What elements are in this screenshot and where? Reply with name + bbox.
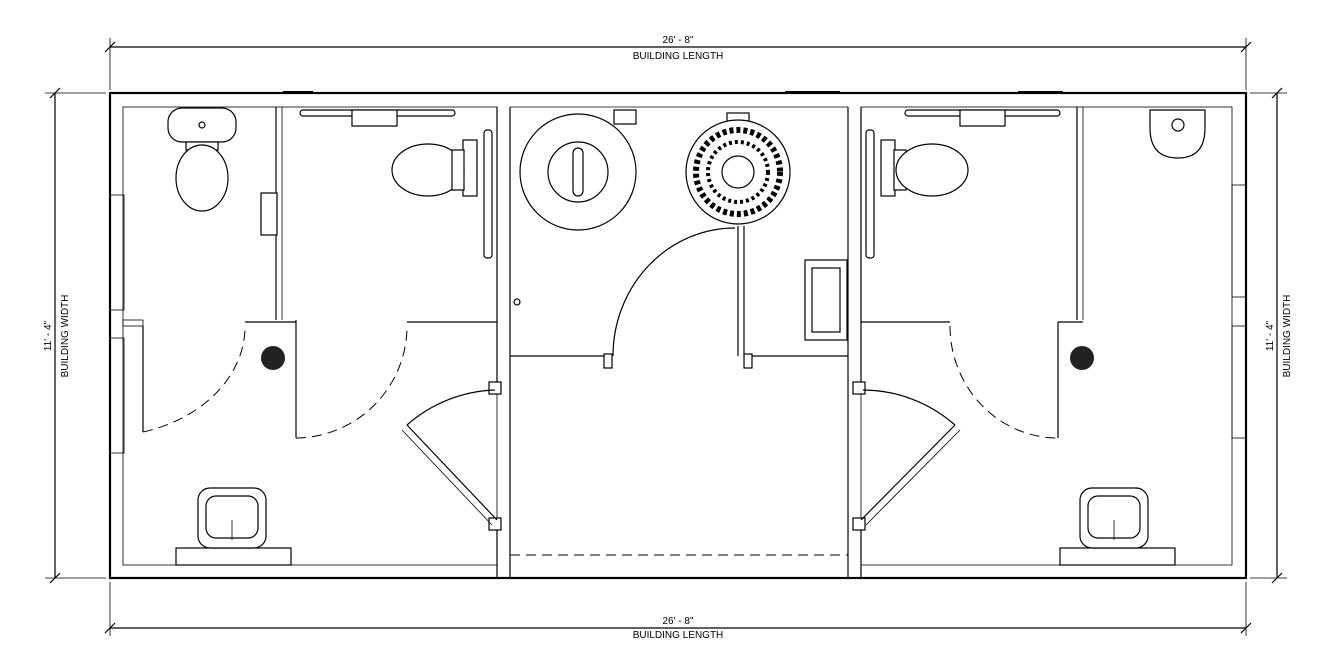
paper-dispenser-icon — [260, 192, 278, 236]
grab-bar-icon — [865, 109, 1061, 259]
toilet-icon — [167, 107, 237, 212]
windows — [109, 184, 1247, 454]
sink-icon — [1059, 487, 1176, 566]
hvac-unit-icon — [685, 112, 791, 225]
urinal-icon — [1149, 109, 1206, 159]
sink-icon — [175, 487, 292, 566]
dimension-left: 11' - 4" BUILDING WIDTH — [43, 87, 106, 584]
toilet-icon — [880, 139, 969, 197]
valve-icon — [613, 109, 637, 125]
dimension-label: BUILDING WIDTH — [1282, 295, 1293, 378]
left-restroom — [122, 107, 497, 566]
entry-doors — [401, 381, 961, 531]
dimension-value: 26' - 8" — [662, 616, 693, 627]
right-restroom — [861, 107, 1206, 566]
exterior-walls — [108, 91, 1248, 580]
dimension-label: BUILDING WIDTH — [60, 295, 71, 378]
toilet-icon — [391, 139, 478, 197]
floor-drain-icon — [1070, 346, 1094, 370]
utility-room — [513, 109, 848, 369]
dimension-value: 26' - 8" — [662, 35, 693, 46]
dimension-top: 26' - 8" BUILDING LENGTH — [104, 35, 1252, 90]
dimension-label: BUILDING LENGTH — [633, 51, 724, 62]
dimension-right: 11' - 4" BUILDING WIDTH — [1250, 87, 1293, 584]
dimension-label: BUILDING LENGTH — [633, 630, 724, 641]
water-heater-icon — [519, 113, 637, 231]
floor-drain-icon — [261, 346, 285, 370]
dimension-value: 11' - 4" — [43, 320, 54, 351]
dimension-value: 11' - 4" — [1265, 320, 1276, 351]
grab-bar-icon — [299, 109, 493, 259]
electrical-panel-icon — [804, 259, 848, 341]
dimension-bottom: 26' - 8" BUILDING LENGTH — [104, 582, 1252, 641]
